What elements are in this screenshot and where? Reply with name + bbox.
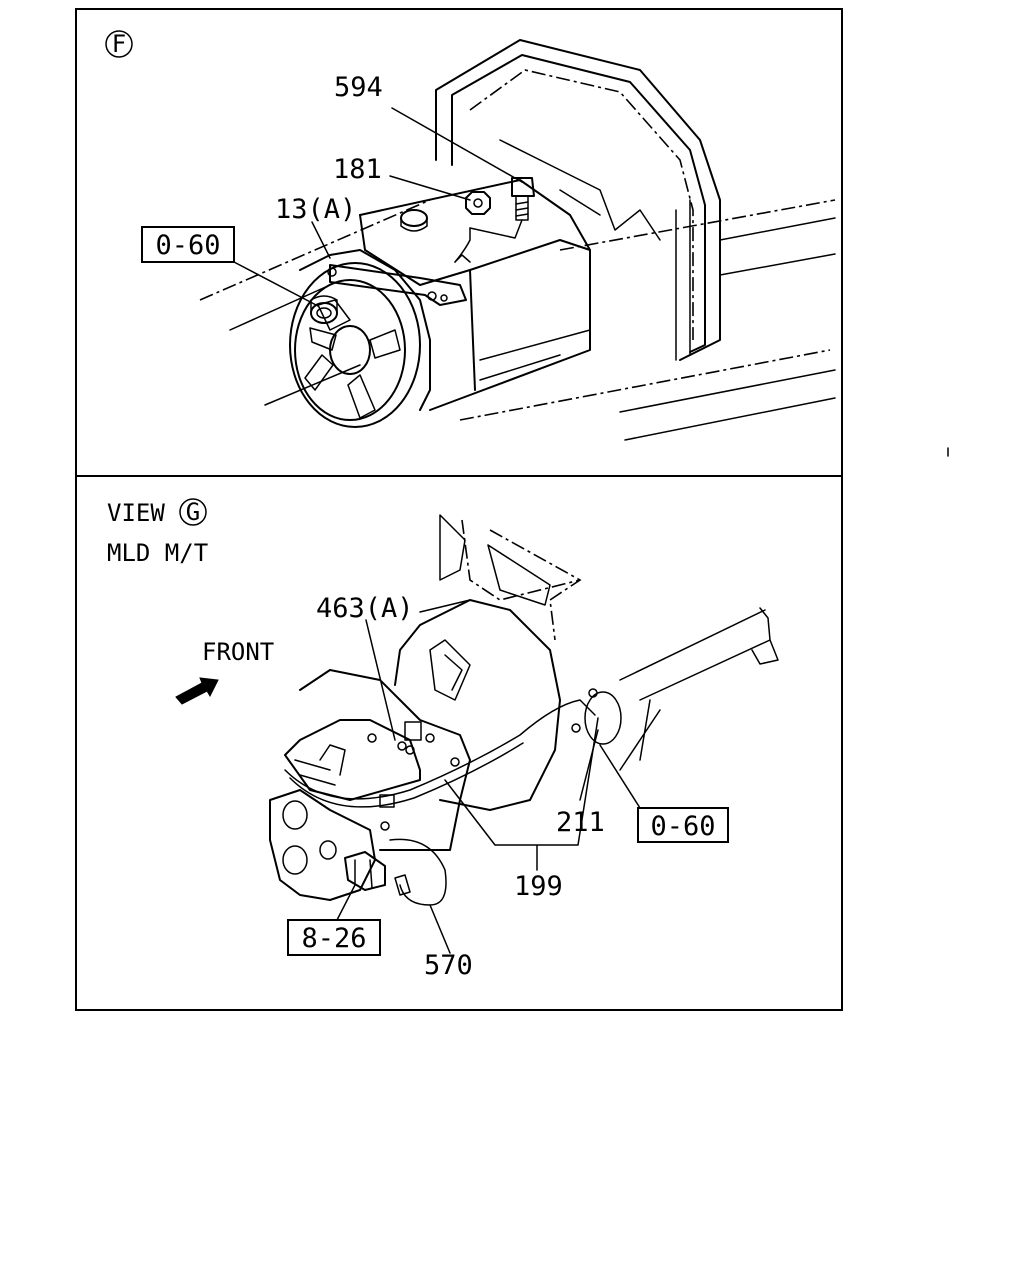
callout-13a: 13(A) <box>275 194 356 225</box>
callout-463a: 463(A) <box>316 593 414 624</box>
reference-box-060[interactable]: 0-60 <box>141 226 235 263</box>
marker-letter: G <box>186 498 200 526</box>
reference-box-826[interactable]: 8-26 <box>287 919 381 956</box>
reference-box-826-label: 8-26 <box>301 923 366 954</box>
leader-463a-b <box>419 599 471 613</box>
view-subtitle: MLD M/T <box>107 539 208 567</box>
marker-circle-icon <box>105 30 133 58</box>
panel-f: F <box>75 8 843 477</box>
leader-463a <box>365 619 396 741</box>
leader-199 <box>444 717 599 871</box>
reference-box-060-g[interactable]: 0-60 <box>637 807 729 843</box>
leader-594 <box>391 107 523 183</box>
leader-060 <box>233 261 319 307</box>
view-title: VIEW <box>107 499 165 527</box>
leader-826 <box>336 884 356 921</box>
leader-211 <box>579 729 599 801</box>
front-label: FRONT <box>202 638 274 666</box>
callout-211: 211 <box>556 807 605 838</box>
leader-570 <box>429 904 451 954</box>
leader-181 <box>389 175 471 201</box>
view-g-marker: G <box>179 498 207 526</box>
engine-drawing <box>199 39 836 441</box>
marker-letter: F <box>112 30 126 58</box>
leader-060-g <box>599 744 641 809</box>
reference-box-060-g-label: 0-60 <box>650 811 715 842</box>
callout-570: 570 <box>424 950 473 981</box>
leader-13a <box>311 221 331 259</box>
callout-199: 199 <box>514 871 563 902</box>
transmission-drawing <box>269 514 779 906</box>
panel-g: VIEW G MLD M/T FRONT <box>75 475 843 1011</box>
callout-594: 594 <box>334 72 383 103</box>
callout-181: 181 <box>333 154 382 185</box>
marker-circle-icon <box>179 498 207 526</box>
reference-box-060-label: 0-60 <box>155 230 220 261</box>
view-f-marker: F <box>105 30 133 58</box>
panel-g-frame <box>75 475 843 1011</box>
front-arrow-icon <box>175 677 219 705</box>
